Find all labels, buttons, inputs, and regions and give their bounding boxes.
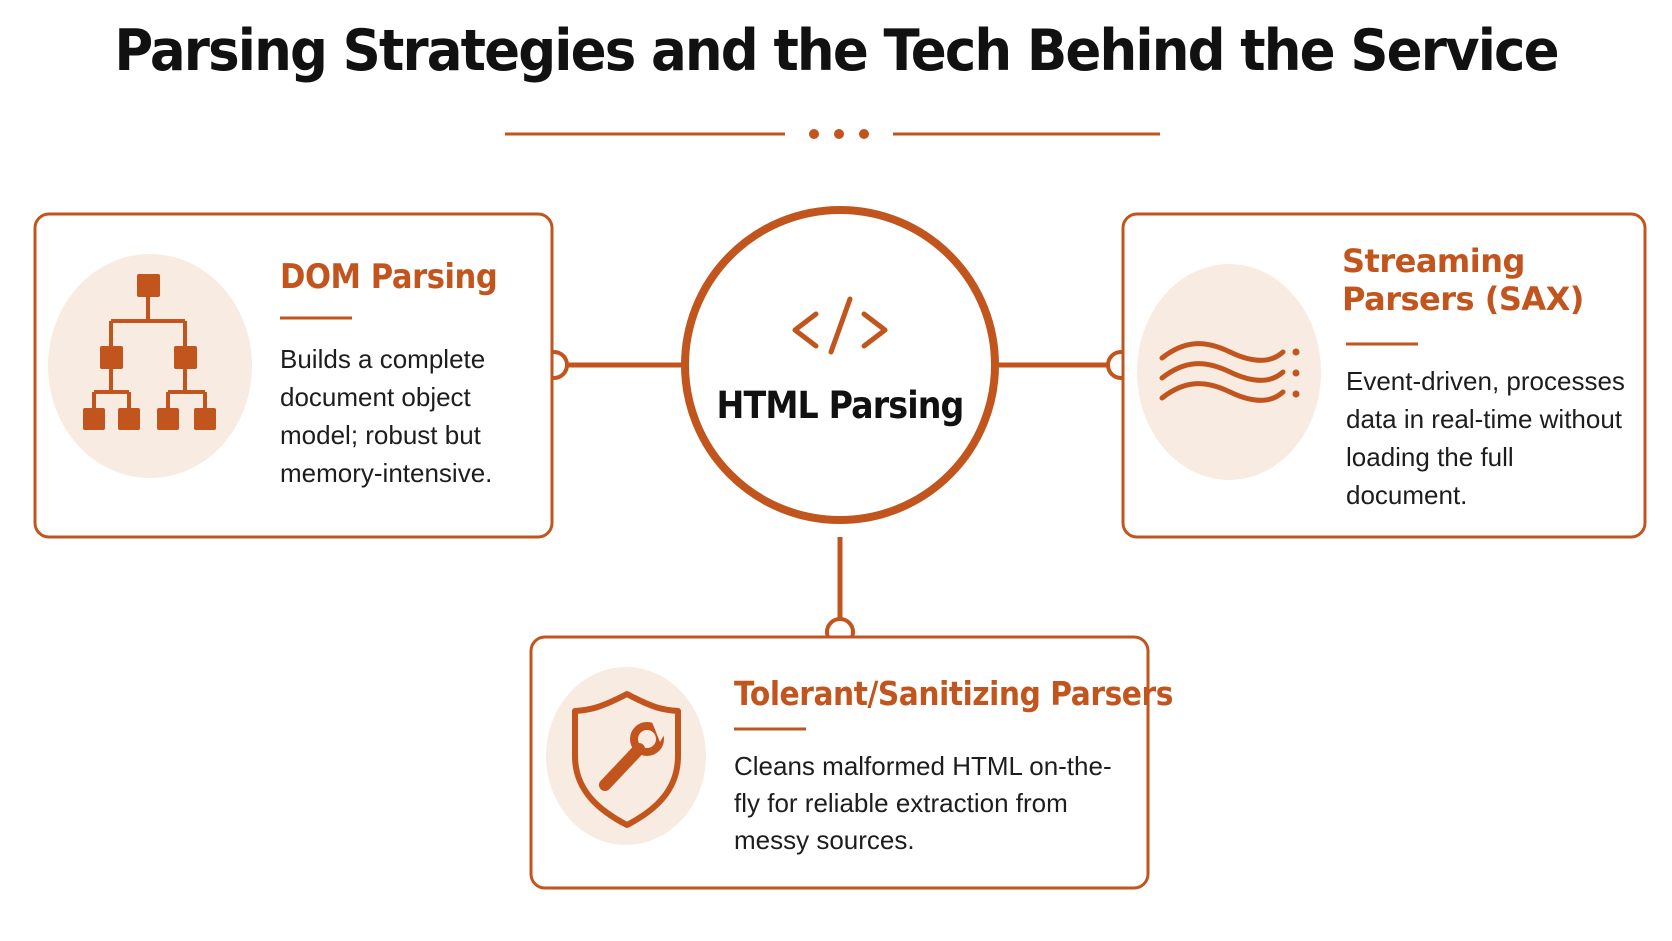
connector-left [539, 350, 683, 380]
center-hub-circle [681, 206, 999, 524]
center-hub-label: HTML Parsing [716, 384, 965, 427]
stream-waves-icon [1137, 264, 1321, 480]
streaming-parsers-description: Event-driven, processes data in real-tim… [1346, 366, 1625, 510]
code-brackets-icon [792, 296, 888, 355]
tolerant-parsers-description: Cleans malformed HTML on-the-fly for rel… [734, 751, 1112, 855]
tree-hierarchy-icon [48, 254, 252, 478]
streaming-parsers-title: Streaming Parsers (SAX) [1342, 242, 1584, 319]
page-title: Parsing Strategies and the Tech Behind t… [114, 18, 1559, 84]
shield-wrench-icon [546, 667, 706, 845]
tolerant-parsers-title: Tolerant/Sanitizing Parsers [734, 674, 1173, 713]
dom-parsing-title: DOM Parsing [280, 257, 498, 297]
dom-parsing-description: Builds a complete document object model;… [280, 344, 493, 488]
connector-bottom [825, 537, 855, 647]
connector-right [997, 350, 1136, 380]
title-divider [505, 129, 1160, 139]
